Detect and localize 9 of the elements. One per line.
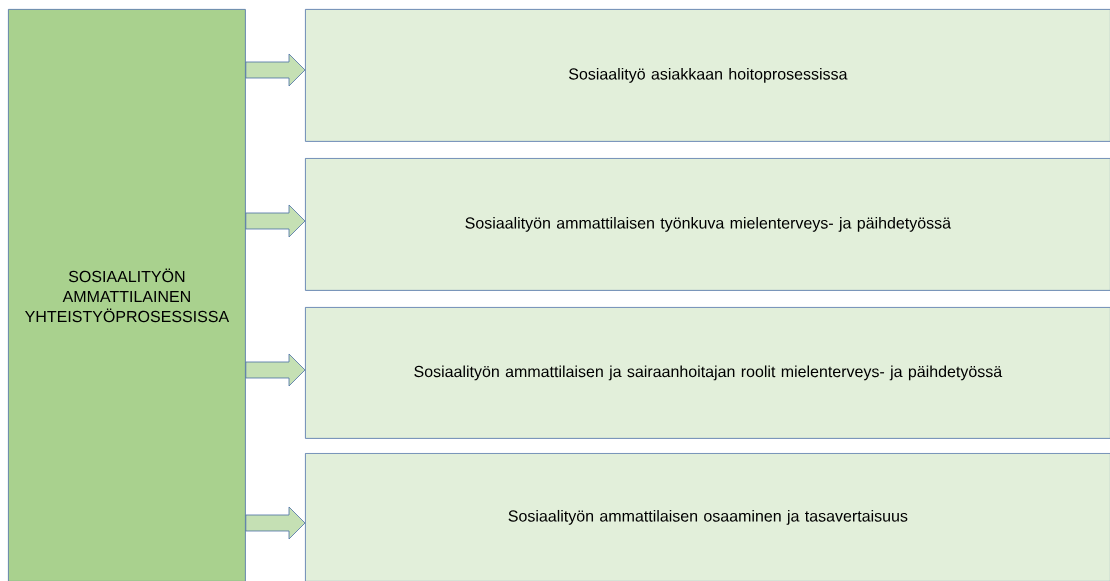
block-arrow <box>245 506 306 540</box>
block-arrow <box>245 204 306 238</box>
subtopic-box: Sosiaalityön ammattilaisen osaaminen ja tasavertaisuus <box>305 453 1110 581</box>
block-arrow <box>245 53 306 87</box>
subtopic-box: Sosiaalityö asiakkaan hoitoprosessissa <box>305 9 1110 142</box>
subtopic-box: Sosiaalityön ammattilaisen työnkuva mielenterveys- ja päihdetyössä <box>305 158 1110 291</box>
block-arrow <box>245 353 306 387</box>
subtopic-box: Sosiaalityön ammattilaisen ja sairaanhoitajan roolit mielenterveys- ja päihdetyössä <box>305 307 1110 439</box>
topic-box: SOSIAALITYÖN AMMATTILAINEN YHTEISTYÖPROSESSISSA <box>8 9 246 581</box>
